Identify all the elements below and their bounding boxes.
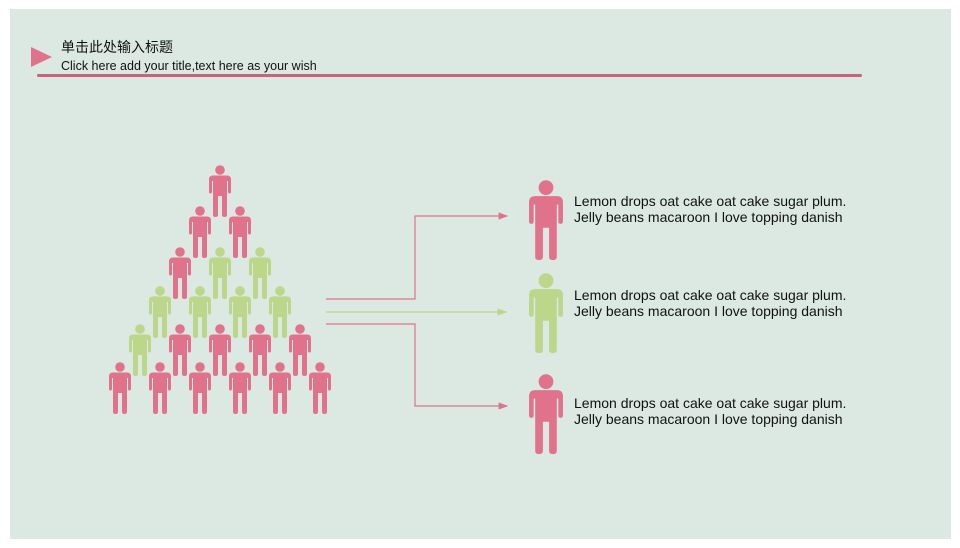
person-icon-item-2 bbox=[529, 273, 563, 354]
title-triangle-icon bbox=[31, 47, 52, 67]
item-3-text: Lemon drops oat cake oat cake sugar plum… bbox=[574, 395, 846, 427]
person-icon bbox=[169, 324, 191, 376]
connector-bottom bbox=[326, 323, 509, 410]
item-3-line-1: Lemon drops oat cake oat cake sugar plum… bbox=[574, 395, 847, 411]
person-icon bbox=[169, 247, 191, 299]
person-icon bbox=[209, 165, 231, 217]
person-icon-item-1 bbox=[529, 180, 563, 261]
person-icon bbox=[229, 362, 251, 414]
person-icon bbox=[149, 286, 171, 338]
item-2-line-1: Lemon drops oat cake oat cake sugar plum… bbox=[574, 287, 847, 303]
item-2-text: Lemon drops oat cake oat cake sugar plum… bbox=[574, 287, 846, 319]
person-icon bbox=[209, 324, 231, 376]
person-icon bbox=[149, 362, 171, 414]
item-1-text: Lemon drops oat cake oat cake sugar plum… bbox=[574, 193, 846, 225]
person-icon bbox=[269, 362, 291, 414]
person-icon-item-3 bbox=[529, 374, 563, 455]
person-icon bbox=[109, 362, 131, 414]
person-icon bbox=[129, 324, 151, 376]
title-divider bbox=[37, 74, 862, 77]
person-icon bbox=[189, 286, 211, 338]
slide-title[interactable]: 单击此处输入标题 bbox=[61, 40, 173, 56]
person-icon bbox=[229, 286, 251, 338]
person-icon bbox=[209, 247, 231, 299]
slide-subtitle[interactable]: Click here add your title,text here as y… bbox=[61, 59, 317, 73]
person-icon bbox=[189, 206, 211, 258]
slide bbox=[10, 9, 951, 539]
person-icon bbox=[229, 206, 251, 258]
item-1-line-1: Lemon drops oat cake oat cake sugar plum… bbox=[574, 193, 847, 209]
person-icon bbox=[249, 324, 271, 376]
item-3-line-2: Jelly beans macaroon I love topping dani… bbox=[574, 411, 843, 427]
connector-top bbox=[326, 212, 509, 300]
item-1-line-2: Jelly beans macaroon I love topping dani… bbox=[574, 209, 843, 225]
person-icon bbox=[289, 324, 311, 376]
person-icon bbox=[189, 362, 211, 414]
person-icon bbox=[249, 247, 271, 299]
people-pyramid bbox=[109, 165, 331, 414]
person-icon bbox=[309, 362, 331, 414]
person-icon bbox=[269, 286, 291, 338]
item-2-line-2: Jelly beans macaroon I love topping dani… bbox=[574, 303, 843, 319]
